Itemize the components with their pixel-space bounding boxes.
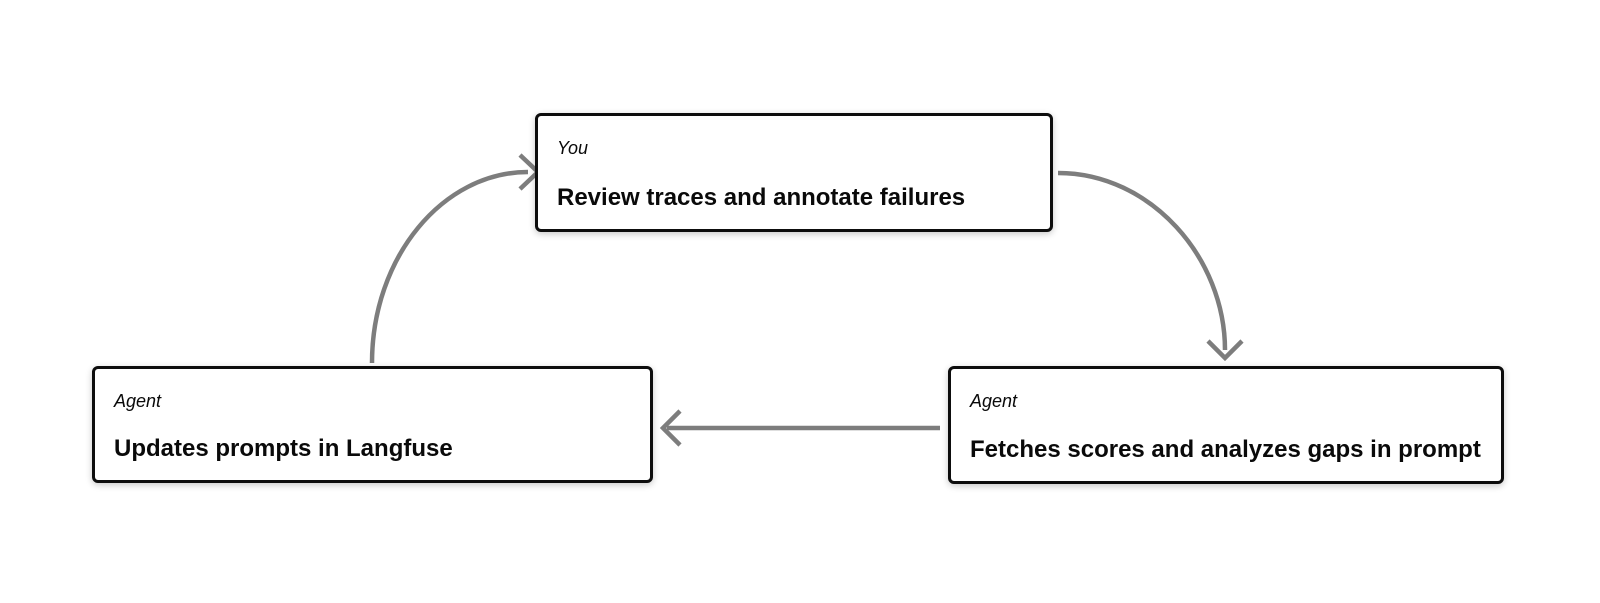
node-actor-label: Agent [114, 391, 162, 411]
arrow-update-to-review [369, 153, 542, 364]
node-title: Updates prompts in Langfuse [114, 435, 453, 462]
node-title: Fetches scores and analyzes gaps in prom… [970, 436, 1481, 463]
node-fetch-scores: Agent Fetches scores and analyzes gaps i… [948, 366, 1504, 484]
arrowhead-down-icon [1206, 339, 1244, 362]
node-actor-label: Agent [970, 391, 1018, 411]
node-update-prompts: Agent Updates prompts in Langfuse [92, 366, 653, 483]
node-actor-label: You [557, 138, 589, 158]
arrow-review-to-fetch [1057, 170, 1244, 362]
arrow-fetch-to-update [659, 409, 940, 447]
node-title: Review traces and annotate failures [557, 184, 966, 211]
arrowhead-left-icon [659, 409, 682, 447]
node-review-traces: You Review traces and annotate failures [535, 113, 1053, 232]
